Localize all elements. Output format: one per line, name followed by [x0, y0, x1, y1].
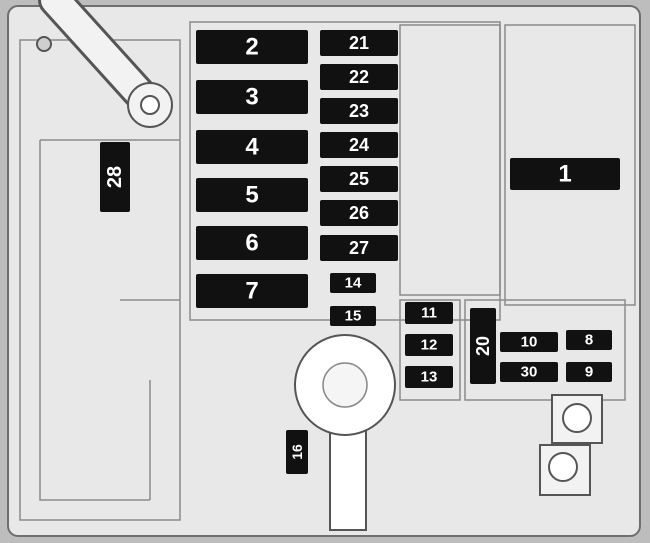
- fuse-24: 24: [320, 132, 398, 158]
- fuse-15: 15: [330, 306, 376, 326]
- fuse-7: 7: [196, 274, 308, 308]
- fuse-body: [405, 302, 453, 324]
- fuse-23: 23: [320, 98, 398, 124]
- fuse-label: 9: [585, 364, 593, 381]
- fuse-label: 22: [349, 67, 369, 87]
- right-relay-panel: [399, 24, 501, 296]
- fuse-label: 15: [345, 308, 362, 325]
- fuse-21: 21: [320, 30, 398, 56]
- fuse-22: 22: [320, 64, 398, 90]
- terminal-bolt-lower: [539, 444, 591, 496]
- fuse-body: [196, 274, 308, 308]
- fuse-body: [405, 334, 453, 356]
- fuse-label: 30: [521, 364, 538, 381]
- fuse-body: [286, 430, 308, 474]
- fuse-label: 1: [558, 161, 571, 188]
- fuse-label: 13: [421, 369, 438, 386]
- fuse-body: [320, 132, 398, 158]
- fuse-12: 12: [405, 334, 453, 356]
- lower-right-bay: [464, 299, 626, 401]
- fuse-label: 10: [521, 334, 538, 351]
- fuse-5: 5: [196, 178, 308, 212]
- fuse-label: 20: [473, 336, 493, 356]
- fuse-14: 14: [330, 273, 376, 293]
- fuse-27: 27: [320, 235, 398, 261]
- fuse-label: 12: [421, 337, 438, 354]
- fuse-body: [405, 366, 453, 388]
- fuse-body: [100, 142, 130, 212]
- fuse-body: [320, 64, 398, 90]
- fuse-10: 10: [500, 332, 558, 352]
- fuse-8: 8: [566, 330, 612, 350]
- fuse-16: 16: [286, 430, 308, 474]
- fuse-body: [500, 332, 558, 352]
- fuse-body: [330, 306, 376, 326]
- left-inner-panel: [39, 139, 180, 501]
- fuse-3: 3: [196, 80, 308, 114]
- fuse-label: 21: [349, 33, 369, 53]
- fuse-2: 2: [196, 30, 308, 64]
- fuse-label: 2: [245, 34, 258, 61]
- fuse-6: 6: [196, 226, 308, 260]
- fuse-label: 5: [245, 182, 258, 209]
- fuse-9: 9: [566, 362, 612, 382]
- mounting-hole-top-left: [36, 36, 52, 52]
- fuse-body: [320, 235, 398, 261]
- fuse-body: [470, 308, 496, 384]
- fuse-label: 28: [104, 166, 126, 188]
- fuse-label: 24: [349, 135, 369, 155]
- fuse-label: 27: [349, 238, 369, 258]
- housing-body: [7, 5, 641, 537]
- fuse-label: 4: [245, 134, 259, 161]
- fuse-body: [196, 226, 308, 260]
- fuse-body: [320, 98, 398, 124]
- fuse-body: [566, 330, 612, 350]
- fuse-label: 8: [585, 332, 593, 349]
- fuse-label: 6: [245, 230, 258, 257]
- fuse-25: 25: [320, 166, 398, 192]
- fuse-1: 1: [510, 158, 620, 190]
- fuse-11: 11: [405, 302, 453, 324]
- round-relay: [294, 334, 396, 531]
- lower-center-bay: [399, 299, 461, 401]
- fuse-body: [566, 362, 612, 382]
- fuse-label: 25: [349, 169, 369, 189]
- fuse-label: 23: [349, 101, 369, 121]
- fuse-body: [330, 273, 376, 293]
- fuse-30: 30: [500, 362, 558, 382]
- battery-cable: [38, 0, 173, 128]
- fuse-20: 20: [470, 308, 496, 384]
- fuse-body: [196, 130, 308, 164]
- fuse-13: 13: [405, 366, 453, 388]
- fuse-28: 28: [100, 142, 130, 212]
- fuse-body: [320, 166, 398, 192]
- fuse-body: [320, 200, 398, 226]
- fuse-label: 3: [245, 84, 258, 111]
- fuse-body: [510, 158, 620, 190]
- fuse-label: 16: [289, 444, 305, 460]
- fuse-label: 26: [349, 203, 369, 223]
- left-compartment: [19, 39, 181, 521]
- fuse-26: 26: [320, 200, 398, 226]
- fuse-4: 4: [196, 130, 308, 164]
- fuse-body: [196, 80, 308, 114]
- terminal-bolt-upper: [551, 394, 603, 444]
- fuse-body: [196, 30, 308, 64]
- fuse-label: 7: [245, 278, 258, 305]
- far-right-panel: [504, 24, 636, 306]
- fuse-body: [500, 362, 558, 382]
- fuse-body: [320, 30, 398, 56]
- fuse-body: [196, 178, 308, 212]
- fuse-label: 14: [345, 275, 362, 292]
- fuse-label: 11: [421, 305, 437, 322]
